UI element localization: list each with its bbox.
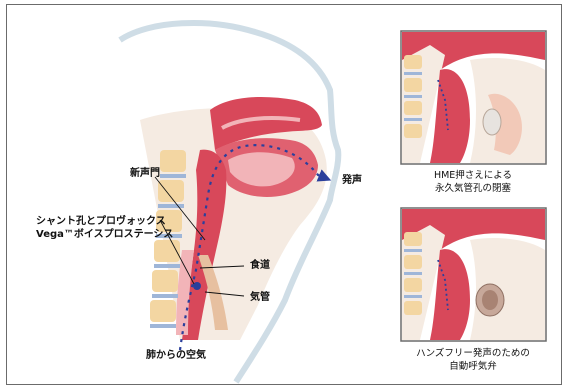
label-air-from-lungs: 肺からの空気 — [146, 348, 206, 361]
panel1-caption-line1: HME押さえによる — [434, 169, 512, 181]
panel1-caption-line2: 永久気管孔の閉塞 — [435, 182, 512, 194]
label-phonation: 発声 — [341, 173, 362, 186]
label-shunt-line1: シャント孔とプロヴォックス — [36, 214, 166, 227]
panel-hme-occlusion — [401, 31, 546, 164]
main-head-cross-section — [120, 23, 338, 382]
label-shunt-line2: Vega™ボイスプロステーシス — [36, 227, 173, 240]
voice-prosthesis — [193, 282, 201, 290]
label-esophagus: 食道 — [249, 258, 270, 271]
label-trachea: 気管 — [249, 290, 270, 303]
label-new-glottis: 新声門 — [130, 166, 160, 179]
panel-auto-valve — [401, 208, 546, 341]
panel2-caption-line2: 自動呼気弁 — [449, 360, 497, 372]
panel2-caption-line1: ハンズフリー発声のための — [416, 347, 530, 359]
